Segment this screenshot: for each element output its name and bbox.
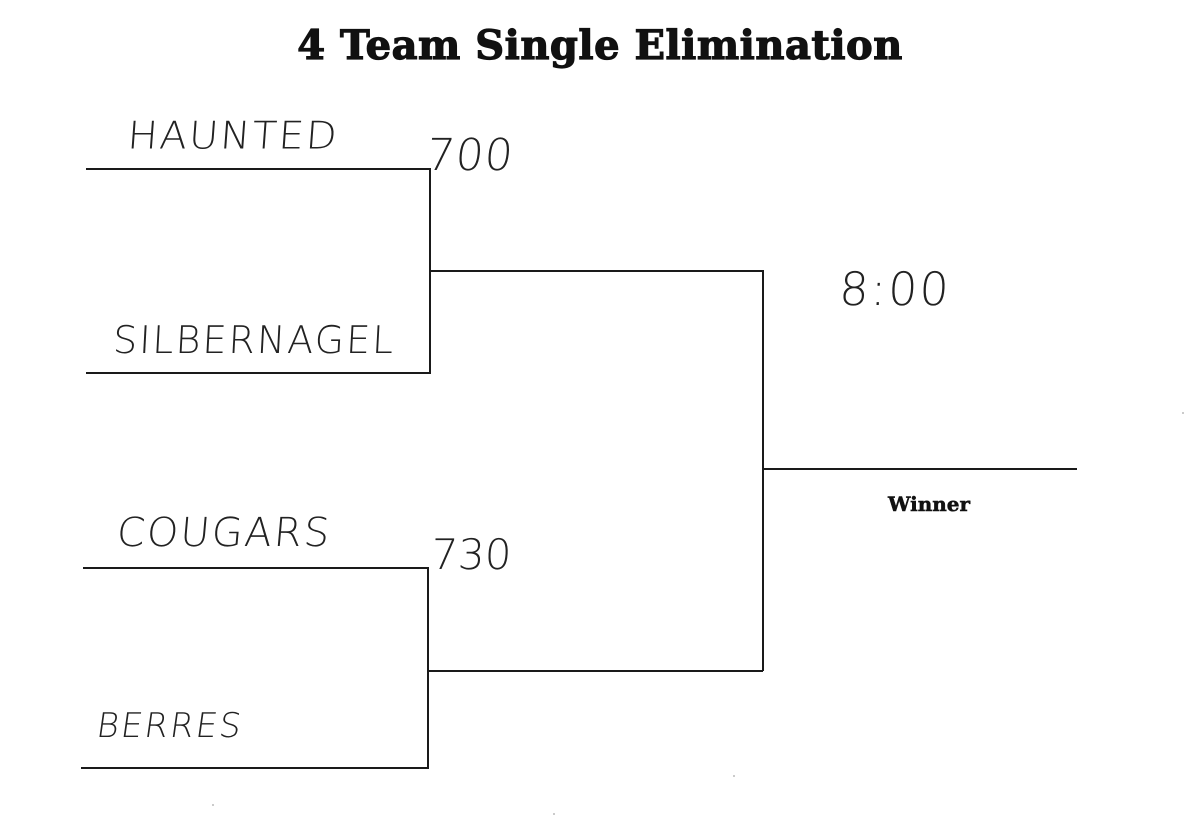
match-2-connector: [427, 567, 429, 768]
scan-speck: [553, 813, 555, 815]
team-line-2: [86, 372, 431, 374]
match-1-winner-line: [429, 270, 764, 272]
team-name-2: SILBERNAGEL: [112, 318, 397, 362]
team-name-3: COUGARS: [115, 510, 334, 556]
scan-speck: [733, 775, 735, 777]
winner-label: Winner: [888, 492, 971, 517]
final-time: 8:00: [838, 262, 953, 316]
team-line-3: [83, 567, 429, 569]
page-title: 4 Team Single Elimination: [297, 21, 903, 69]
match-1-time: 700: [424, 130, 517, 181]
winner-line: [762, 468, 1077, 470]
team-line-4: [81, 767, 429, 769]
final-connector: [762, 270, 764, 671]
scan-speck: [212, 804, 214, 806]
team-name-1: HAUNTED: [126, 114, 341, 158]
match-2-winner-line: [427, 670, 763, 672]
team-line-1: [86, 168, 431, 170]
match-2-time: 730: [430, 530, 513, 579]
scan-speck: [1182, 412, 1184, 414]
team-name-4: BERRES: [94, 706, 246, 746]
